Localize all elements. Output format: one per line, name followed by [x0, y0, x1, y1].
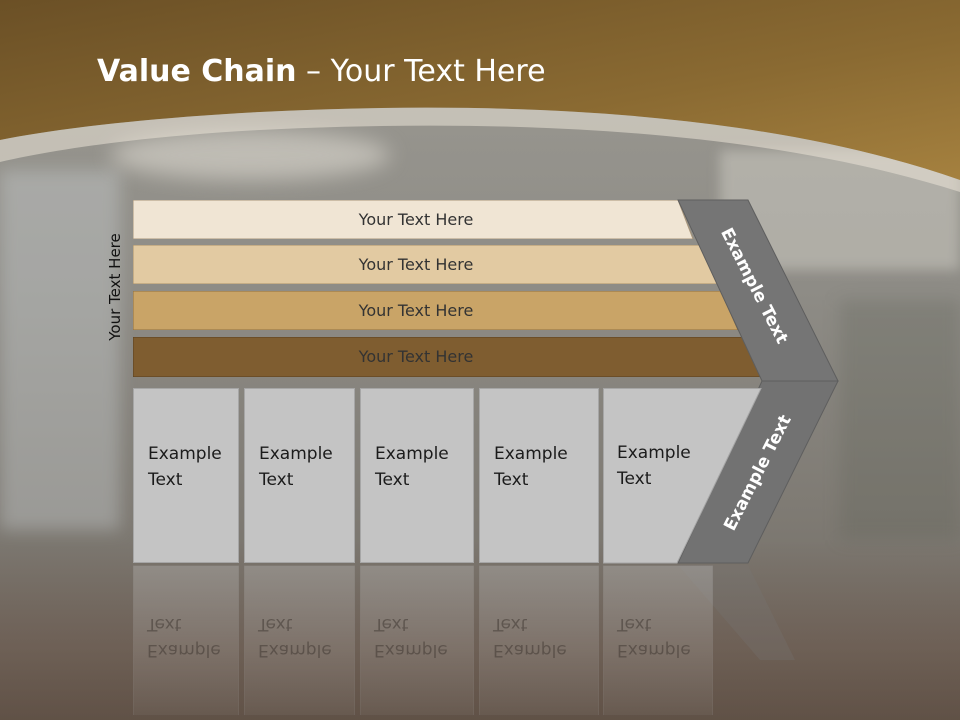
- value-box-2[interactable]: Example Text: [244, 388, 355, 563]
- band-1[interactable]: Your Text Here: [133, 200, 703, 239]
- band-shape: [133, 200, 694, 239]
- band-shape: [133, 291, 739, 330]
- band-2[interactable]: Your Text Here: [133, 245, 723, 284]
- value-box-3[interactable]: Example Text: [360, 388, 474, 563]
- title-rest: – Your Text Here: [296, 54, 546, 89]
- box-reflection: Example Text: [479, 565, 599, 715]
- value-box-5[interactable]: [603, 388, 763, 564]
- box-reflection: Example Text: [133, 565, 239, 715]
- band-label: Your Text Here: [358, 347, 474, 366]
- value-box-4[interactable]: Example Text: [479, 388, 599, 563]
- box-label: Example Text: [494, 444, 568, 490]
- page-title: Value Chain – Your Text Here: [97, 54, 546, 89]
- box-reflection: Example Text: [244, 565, 355, 715]
- background-shelf: [840, 300, 960, 540]
- band-shape: [133, 337, 762, 377]
- box-label: Example Text: [375, 444, 449, 490]
- box-label: Example Text: [148, 444, 222, 490]
- box-reflection: Example Text: [603, 565, 713, 715]
- band-shape: [133, 245, 718, 284]
- band-label: Your Text Here: [358, 210, 474, 229]
- title-bold: Value Chain: [97, 54, 297, 89]
- band-label: Your Text Here: [358, 255, 474, 274]
- box-reflection: Example Text: [360, 565, 474, 715]
- background-window: [0, 170, 120, 530]
- band-label: Your Text Here: [358, 301, 474, 320]
- box-shape: [603, 388, 762, 564]
- header-band: [0, 0, 960, 192]
- background-lamp: [110, 130, 390, 180]
- value-box-1[interactable]: Example Text: [133, 388, 239, 563]
- background-tables: [0, 540, 960, 720]
- band-4[interactable]: Your Text Here: [133, 337, 765, 377]
- box-label: Example Text: [617, 443, 691, 489]
- box-label: Example Text: [259, 444, 333, 490]
- band-3[interactable]: Your Text Here: [133, 291, 743, 330]
